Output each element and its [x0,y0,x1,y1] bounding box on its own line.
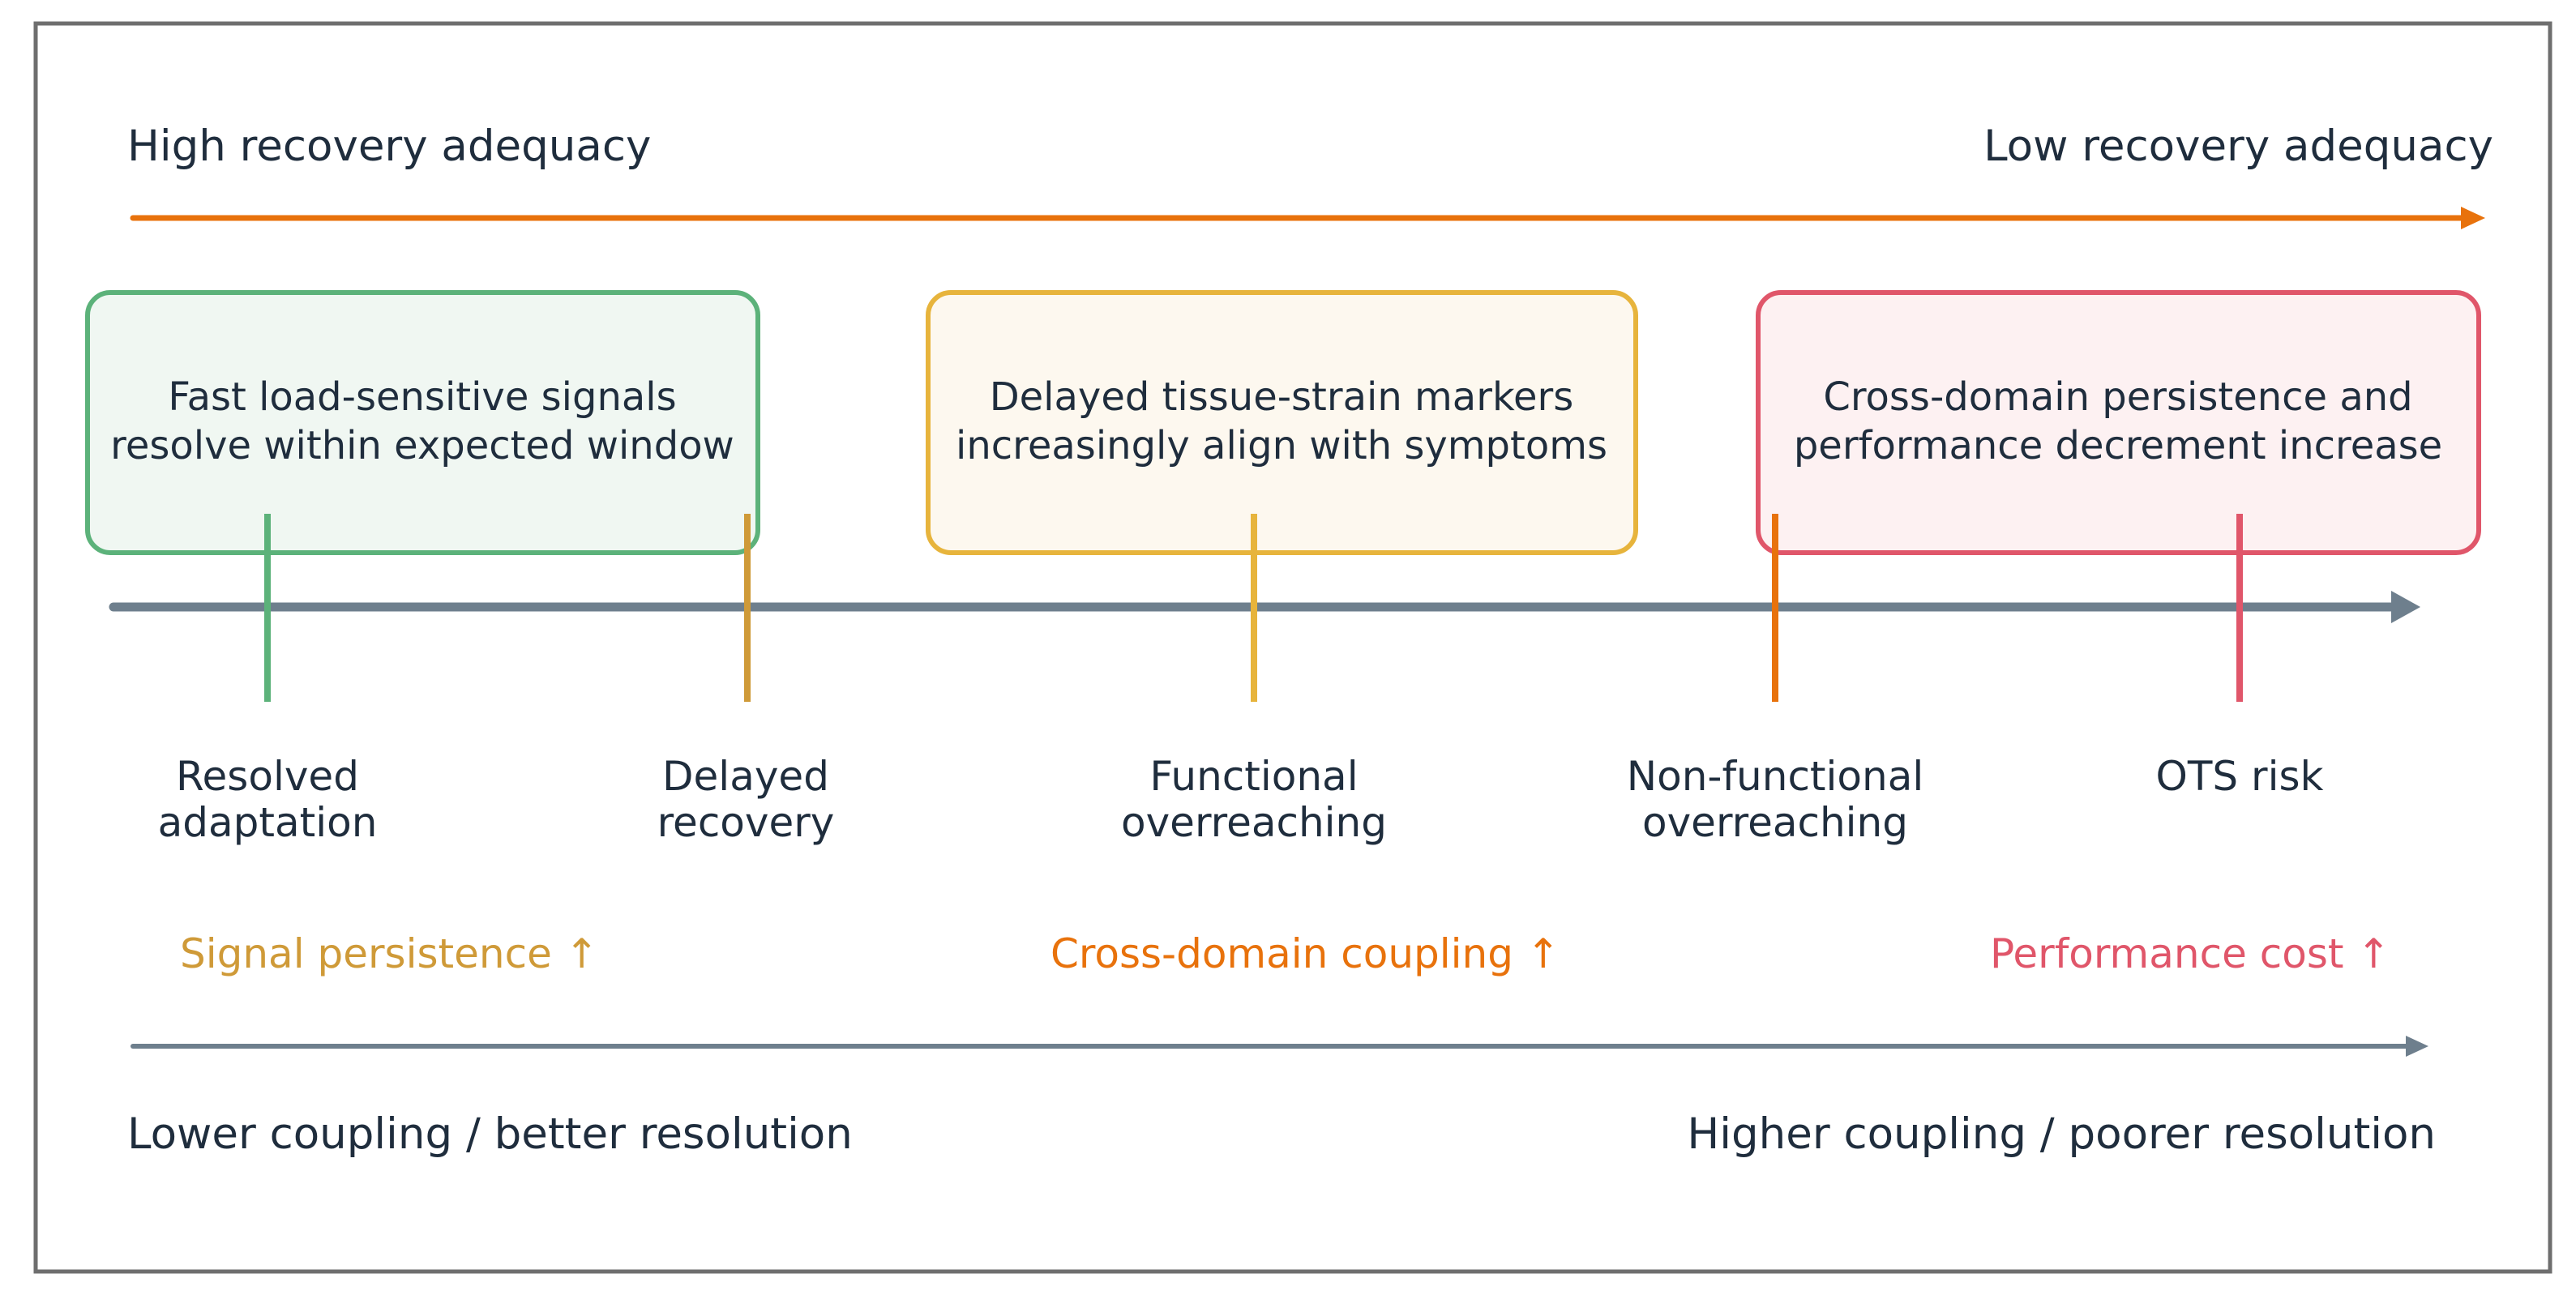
top-axis-right-label: Low recovery adequacy [1983,122,2493,171]
trend-cross-domain-coupling: Cross-domain coupling ↑ [1051,930,1560,977]
box-delayed-markers-line2: increasingly align with symptoms [956,423,1607,468]
stage-label-non-functional-line2: overreaching [1642,799,1908,846]
box-delayed-markers [926,290,1638,555]
bottom-axis-right-label: Higher coupling / poorer resolution [1687,1109,2436,1159]
box-delayed-markers-line1: Delayed tissue-strain markers [990,374,1574,420]
stage-label-functional-line2: overreaching [1121,799,1387,846]
box-fast-signals [85,290,760,555]
stage-label-non-functional-line1: Non-functional [1627,753,1924,800]
top-axis-left-label: High recovery adequacy [127,122,651,171]
stage-label-ots-risk: OTS risk [2156,753,2324,800]
box-fast-signals-line2: resolve within expected window [110,423,734,468]
box-fast-signals-line1: Fast load-sensitive signals [168,374,676,420]
stage-label-delayed-line1: Delayed [662,753,829,800]
stage-label-resolved-line1: Resolved [176,753,359,800]
bottom-axis-left-label: Lower coupling / better resolution [127,1109,853,1159]
recovery-adequacy-arrowhead [2461,207,2485,229]
stage-label-functional-line1: Functional [1149,753,1358,800]
coupling-axis-arrowhead [2406,1036,2428,1057]
box-cross-domain-line2: performance decrement increase [1794,423,2442,468]
main-timeline-arrowhead [2391,591,2420,623]
trend-signal-persistence: Signal persistence ↑ [180,930,599,977]
stage-label-resolved-line2: adaptation [158,799,378,846]
frame-border [33,21,2552,1274]
box-cross-domain-line1: Cross-domain persistence and [1823,374,2412,420]
trend-performance-cost: Performance cost ↑ [1990,930,2390,977]
stage-label-delayed-line2: recovery [657,799,835,846]
box-cross-domain [1756,290,2481,555]
